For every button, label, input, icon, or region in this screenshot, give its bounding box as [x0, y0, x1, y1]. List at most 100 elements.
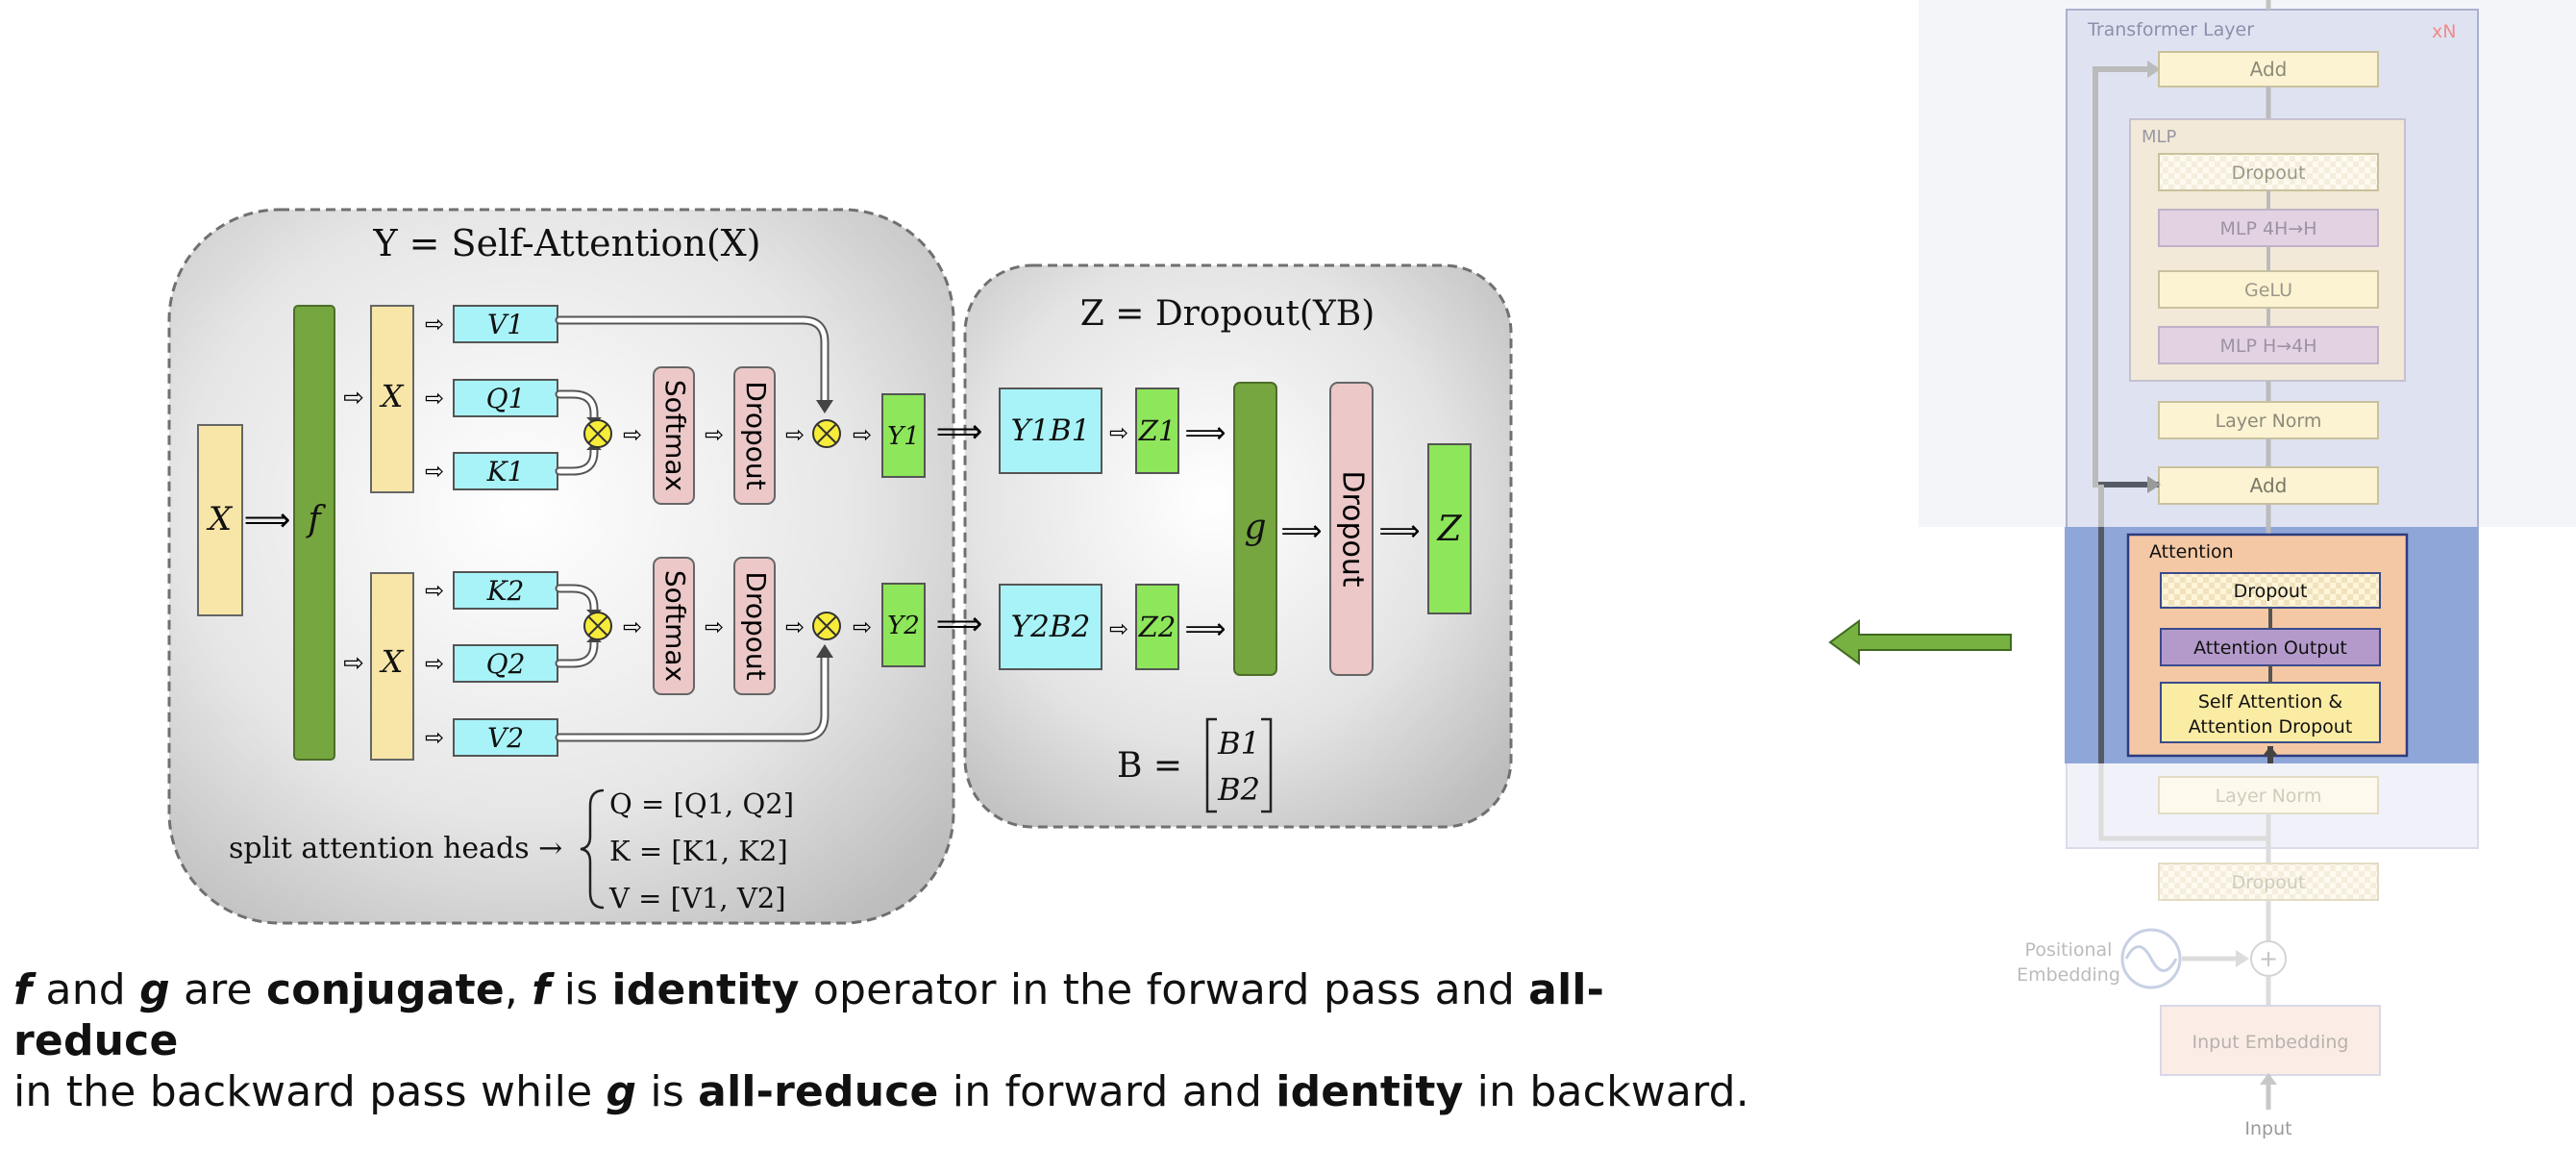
arrowhead-icon	[2147, 476, 2161, 493]
head2-v-label: V2	[487, 722, 524, 754]
caption-text-run: is	[636, 1067, 699, 1116]
mlp-block-title: MLP	[2142, 127, 2177, 147]
caption-text-run: is	[550, 965, 612, 1014]
mlp-panel: Z = Dropout(YB) ⟹ ⟹ Y1B1 ⇨ Z1 ⟹ Y2B2 ⇨ Z…	[936, 263, 1513, 829]
head2-v-multiply-icon	[812, 612, 841, 640]
b-matrix-row1: B1	[1217, 725, 1260, 762]
double-arrow-icon: ⇨	[705, 613, 724, 640]
repeat-count: xN	[2432, 21, 2456, 42]
row2-yb-label: Y2B2	[1011, 610, 1091, 644]
split-brace-icon	[580, 788, 605, 910]
double-arrow-icon: ⇨	[785, 613, 805, 640]
caption-text-run: in backward.	[1463, 1067, 1749, 1116]
emb-dropout-label: Dropout	[2232, 872, 2306, 893]
head2-qk-multiply-icon	[583, 612, 612, 640]
head2-softmax-label: Softmax	[659, 570, 691, 682]
caption-text-run: all-reduce	[13, 965, 1605, 1065]
input-embedding-label: Input Embedding	[2192, 1032, 2348, 1053]
row2-z-box	[1135, 584, 1179, 670]
mlp-4h-h-label: MLP 4H→H	[2219, 218, 2316, 239]
double-arrow-icon: ⇨	[425, 724, 444, 751]
transformer-layer-title: Transformer Layer	[2087, 19, 2254, 40]
caption-text-run: are	[169, 965, 266, 1014]
head1-v-label: V1	[487, 309, 524, 340]
caption-line-1: f and g are conjugate, f is identity ope…	[13, 964, 1763, 1066]
input-label: Input	[2244, 1118, 2291, 1139]
caption-line-2: in the backward pass while g is all-redu…	[13, 1066, 1763, 1117]
row1-z-label: Z1	[1138, 414, 1177, 447]
svg-text:+: +	[2259, 945, 2278, 972]
mlp-dropout-block-label: Dropout	[2232, 162, 2306, 184]
head2-y-label: Y2	[887, 612, 920, 640]
mlp-dropout-block	[2158, 153, 2379, 191]
b-equation-lhs: B =	[1117, 746, 1182, 786]
head1-dropout-box	[733, 366, 776, 505]
double-arrow-icon: ⇨	[623, 613, 642, 640]
head2-q-box	[453, 644, 558, 683]
caption-text-run: f	[532, 965, 551, 1014]
caption-text-run: in the backward pass while	[13, 1067, 607, 1116]
add-top-label: Add	[2250, 58, 2288, 81]
head1-k-box	[453, 452, 558, 490]
caption-text-run: and	[32, 965, 140, 1014]
self-attention-label-2: Attention Dropout	[2189, 716, 2353, 738]
layer-norm-bottom-label: Layer Norm	[2216, 786, 2322, 807]
left-arrow-icon	[1828, 619, 2012, 665]
double-arrow-icon: ⇨	[853, 421, 872, 448]
arrowhead-icon	[816, 400, 833, 413]
row1-z-box	[1135, 388, 1179, 474]
head1-x-box	[370, 305, 414, 493]
double-arrow-icon: ⇨	[343, 649, 364, 678]
row2-z-label: Z2	[1138, 611, 1177, 643]
head1-k-label: K1	[486, 456, 525, 488]
head1-dropout-label: Dropout	[740, 381, 772, 489]
double-arrow-icon: ⟹	[1378, 514, 1420, 548]
head1-x-label: X	[379, 378, 405, 414]
split-heads-label: split attention heads →	[229, 832, 562, 865]
double-arrow-icon: ⟹	[936, 605, 983, 643]
attn-output-label: Attention Output	[2193, 638, 2347, 659]
double-arrow-icon: ⇨	[425, 577, 444, 604]
head1-q-label: Q1	[486, 383, 526, 414]
double-arrow-icon: ⇨	[343, 384, 364, 412]
caption-text-run: g	[139, 965, 170, 1014]
arrowhead-icon	[2263, 746, 2278, 756]
double-arrow-icon: ⟹	[1280, 514, 1322, 548]
mlp-4h-h-block	[2158, 209, 2379, 247]
arrowhead-icon	[2147, 61, 2161, 78]
split-eq-v: V = [V1, V2]	[608, 882, 786, 914]
double-arrow-icon: ⟹	[1184, 612, 1226, 646]
split-eq-k: K = [K1, K2]	[609, 835, 788, 867]
gelu-block	[2158, 270, 2379, 309]
double-arrow-icon: ⟹	[1184, 416, 1226, 450]
attention-panel-title: Y = Self-Attention(X)	[372, 222, 760, 264]
attn-dropout-label: Dropout	[2234, 581, 2308, 602]
mlp-h-4h-label: MLP H→4H	[2219, 336, 2316, 357]
head1-y-box	[881, 393, 926, 478]
head1-q-box	[453, 379, 558, 417]
layer-norm-bottom-block	[2158, 776, 2379, 814]
caption-text-run: all-reduce	[698, 1067, 939, 1116]
head1-y-label: Y1	[887, 422, 920, 451]
double-arrow-icon: ⟹	[936, 412, 983, 451]
double-arrow-icon: ⇨	[785, 421, 805, 448]
head1-qk-multiply-icon	[583, 419, 612, 448]
arrowhead-icon	[2260, 1073, 2277, 1085]
mlp-dropout-box	[1329, 382, 1374, 676]
caption-text-run: conjugate	[265, 965, 505, 1014]
gelu-label: GeLU	[2244, 280, 2292, 301]
head2-k-label: K2	[486, 575, 525, 607]
double-arrow-icon: ⇨	[623, 421, 642, 448]
head2-dropout-box	[733, 557, 776, 695]
double-arrow-icon: ⇨	[425, 458, 444, 485]
head1-v-multiply-icon	[812, 419, 841, 448]
row1-yb-label: Y1B1	[1011, 413, 1091, 448]
head2-q-label: Q2	[486, 648, 526, 680]
caption-text-run: g	[606, 1067, 637, 1116]
caption-text-run: operator in the forward pass and	[799, 965, 1529, 1014]
layer-norm-top-label: Layer Norm	[2216, 411, 2322, 432]
matrix-bracket-right-icon	[1261, 717, 1273, 813]
add-mid-label: Add	[2250, 474, 2288, 497]
attn-dropout-block	[2160, 572, 2381, 609]
row1-yb-box	[999, 388, 1102, 474]
